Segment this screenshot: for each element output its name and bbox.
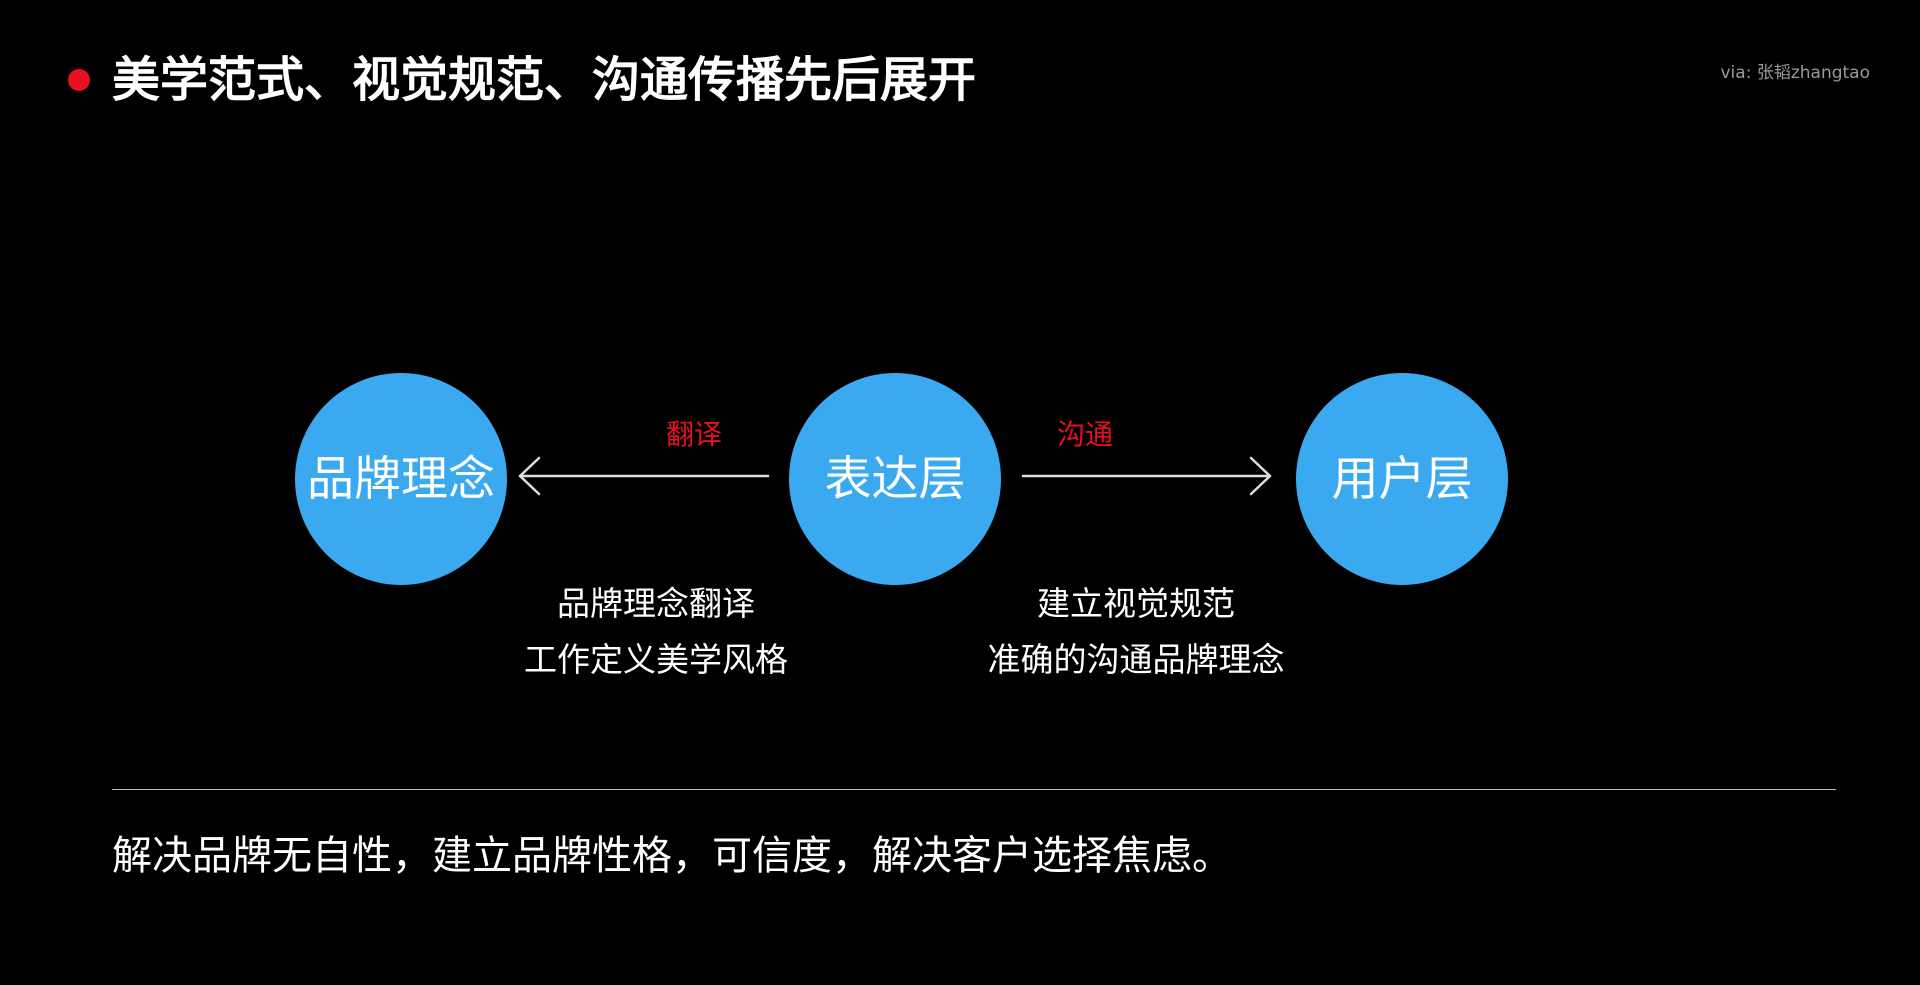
node-user-layer-label: 用户层 — [1331, 451, 1473, 507]
description-translate-line1: 品牌理念翻译 — [557, 584, 755, 623]
description-translate-line2: 工作定义美学风格 — [524, 640, 788, 679]
node-expression-layer-label: 表达层 — [824, 451, 966, 507]
description-communicate: 建立视觉规范 准确的沟通品牌理念 — [966, 576, 1306, 688]
arrow-to-brand-concept — [518, 456, 770, 496]
node-expression-layer: 表达层 — [789, 373, 1001, 585]
node-brand-concept-label: 品牌理念 — [307, 451, 495, 507]
title-bullet-dot — [68, 69, 90, 91]
divider-line — [112, 789, 1836, 790]
arrow-to-user-layer — [1021, 456, 1272, 496]
arrow-label-translate: 翻译 — [666, 418, 723, 451]
summary-text: 解决品牌无自性，建立品牌性格，可信度，解决客户选择焦虑。 — [112, 833, 1232, 879]
description-communicate-line2: 准确的沟通品牌理念 — [987, 640, 1285, 679]
node-user-layer: 用户层 — [1296, 373, 1508, 585]
author-credit: via: 张韬zhangtao — [1720, 63, 1871, 83]
description-translate: 品牌理念翻译 工作定义美学风格 — [486, 576, 826, 688]
description-communicate-line1: 建立视觉规范 — [1037, 584, 1235, 623]
node-brand-concept: 品牌理念 — [295, 373, 507, 585]
slide-title: 美学范式、视觉规范、沟通传播先后展开 — [112, 52, 977, 108]
arrow-label-communicate: 沟通 — [1057, 418, 1114, 451]
